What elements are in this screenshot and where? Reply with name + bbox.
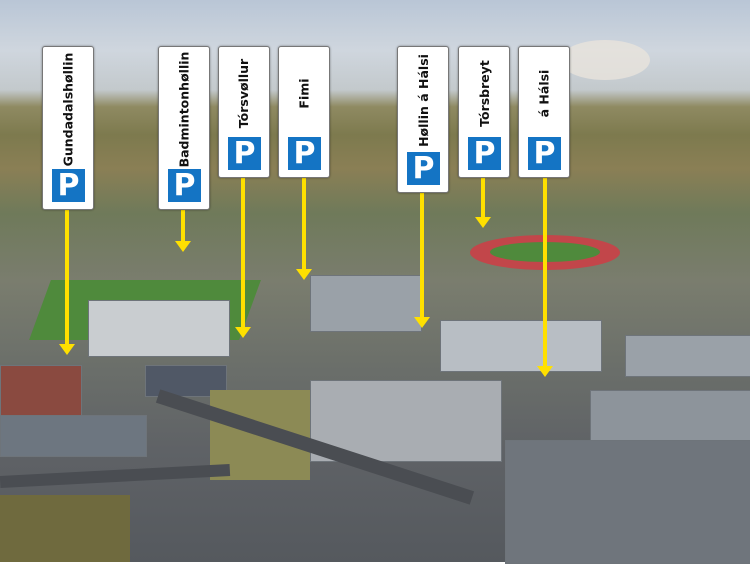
- parking-sign-a-halsi: á Hálsi P: [518, 46, 570, 178]
- arrow-torsbreyt: [475, 178, 491, 228]
- arrow-fimi: [296, 178, 312, 280]
- arrow-a-halsi: [537, 178, 553, 377]
- building: [440, 320, 602, 372]
- arrow-gundadalshollin: [59, 210, 75, 355]
- arrow-torsvollur: [235, 178, 251, 338]
- parking-icon: P: [168, 169, 201, 202]
- parking-icon: P: [52, 169, 85, 202]
- sign-label: Tórsbreyt: [476, 59, 492, 127]
- building: [625, 335, 750, 377]
- parking-sign-torsbreyt: Tórsbreyt P: [458, 46, 510, 178]
- arrow-hollin-a-halsi: [414, 193, 430, 328]
- sign-label: Badmintonhøllin: [176, 51, 192, 167]
- sign-label: Høllin á Hálsi: [415, 54, 431, 147]
- building: [310, 275, 422, 332]
- parking-sign-hollin-a-halsi: Høllin á Hálsi P: [397, 46, 449, 193]
- parking-icon: P: [468, 137, 501, 170]
- parking-sign-gundadalshollin: Gundadalshøllin P: [42, 46, 94, 210]
- road: [0, 463, 231, 489]
- building: [505, 440, 750, 564]
- building: [0, 415, 147, 457]
- stadium: [88, 300, 230, 357]
- parking-icon: P: [407, 152, 440, 185]
- sign-label: á Hálsi: [536, 69, 552, 117]
- parking-sign-torsvollur: Tórsvøllur P: [218, 46, 270, 178]
- parking-icon: P: [528, 137, 561, 170]
- parking-sign-badmintonhollin: Badmintonhøllin P: [158, 46, 210, 210]
- parking-sign-fimi: Fimi P: [278, 46, 330, 178]
- sign-label: Fimi: [296, 77, 312, 109]
- arrow-badmintonhollin: [175, 210, 191, 252]
- building: [0, 365, 82, 417]
- sign-label: Gundadalshøllin: [60, 52, 76, 166]
- cloud: [560, 40, 650, 80]
- parking-icon: P: [288, 137, 321, 170]
- grass: [0, 495, 130, 562]
- sign-label: Tórsvøllur: [236, 58, 252, 128]
- parking-icon: P: [228, 137, 261, 170]
